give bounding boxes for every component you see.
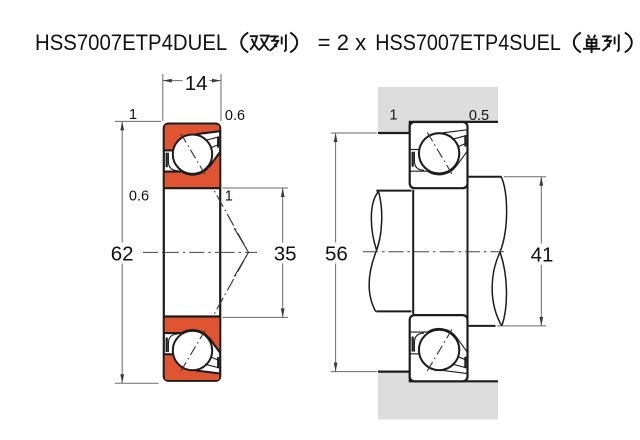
svg-text:0.5: 0.5	[469, 108, 489, 124]
svg-text:14: 14	[185, 72, 208, 95]
svg-text:56: 56	[325, 242, 348, 265]
svg-text:1: 1	[225, 189, 233, 205]
svg-text:62: 62	[111, 243, 134, 266]
svg-text:0.6: 0.6	[129, 189, 149, 205]
svg-text:0.6: 0.6	[225, 108, 245, 124]
svg-text:1: 1	[389, 107, 397, 123]
svg-text:1: 1	[129, 107, 137, 123]
svg-text:41: 41	[531, 244, 554, 267]
svg-text:HSS7007ETP4DUEL: HSS7007ETP4DUEL	[35, 30, 227, 55]
svg-text:HSS7007ETP4SUEL: HSS7007ETP4SUEL	[375, 30, 561, 55]
svg-text:35: 35	[274, 243, 297, 266]
svg-text:= 2 x: = 2 x	[318, 30, 367, 55]
